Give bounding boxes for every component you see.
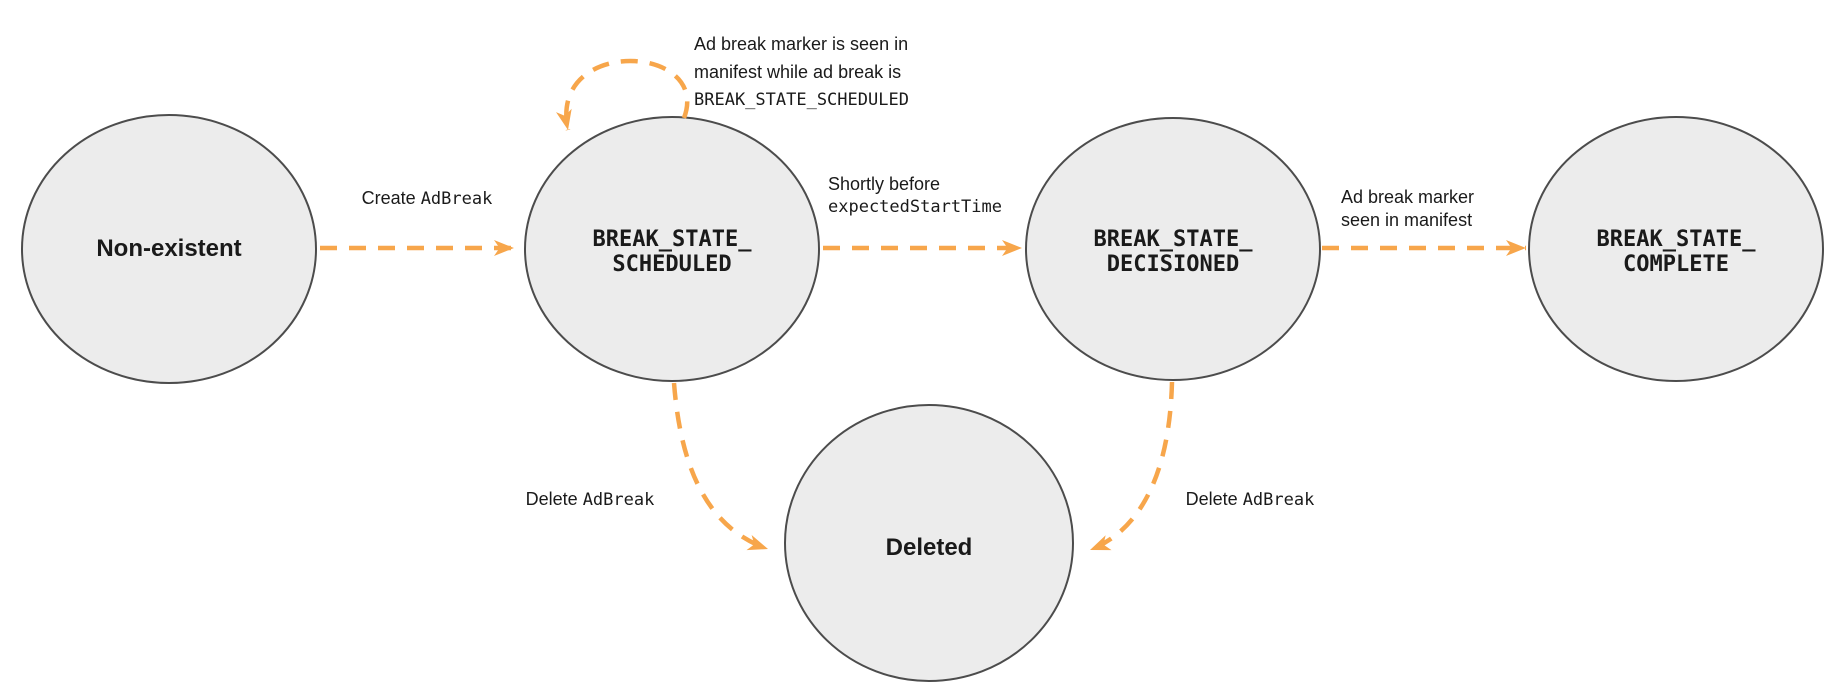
state-label-deleted: Deleted (885, 534, 973, 561)
edge-label-delete-right-text: Delete (1185, 489, 1238, 509)
state-ellipse-non-existent (21, 114, 317, 384)
edge-label-create-text: Create (361, 188, 416, 208)
edge-label-delete-left-code: AdBreak (582, 490, 655, 510)
state-ellipse-scheduled (524, 116, 820, 382)
state-ellipse-deleted (784, 404, 1074, 682)
state-label-decisioned: BREAK_STATE_ DECISIONED (1094, 227, 1253, 277)
edge-label-marker-seen: Ad break marker seen in manifest (1341, 186, 1474, 232)
edge-label-delete-left-text: Delete (525, 489, 578, 509)
state-label-non-existent: Non-existent (96, 235, 242, 262)
state-label-decisioned-line1: BREAK_STATE_ (1093, 227, 1253, 252)
state-label-scheduled-line1: BREAK_STATE_ (592, 227, 752, 252)
state-label-scheduled-line2: SCHEDULED (612, 252, 732, 277)
edge-label-create-code: AdBreak (420, 189, 493, 209)
state-label-complete-line1: BREAK_STATE_ (1596, 227, 1756, 252)
edge-label-self-loop-line1: Ad break marker is seen in (694, 34, 909, 54)
edge-delete-right-arrow (1089, 381, 1175, 553)
state-label-decisioned-line2: DECISIONED (1106, 252, 1240, 277)
edge-label-self-loop-line2: manifest while ad break is (694, 62, 902, 82)
edge-label-shortly-code: expectedStartTime (828, 197, 1002, 217)
edge-label-self-loop: Ad break marker is seen in manifest whil… (694, 30, 909, 114)
edge-delete-left-arrow (671, 382, 769, 552)
edge-self-loop-arrow (556, 58, 690, 131)
edge-label-delete-right-code: AdBreak (1242, 490, 1315, 510)
edge-label-marker-seen-line1: Ad break marker (1341, 187, 1475, 207)
state-label-complete-line2: COMPLETE (1623, 252, 1729, 277)
state-ellipse-decisioned (1025, 117, 1321, 381)
edge-label-marker-seen-line2: seen in manifest (1341, 210, 1473, 230)
edge-label-shortly-text: Shortly before (828, 174, 941, 194)
state-label-scheduled: BREAK_STATE_ SCHEDULED (593, 227, 752, 277)
state-ellipse-complete (1528, 116, 1824, 382)
edge-label-self-loop-code: BREAK_STATE_SCHEDULED (694, 90, 909, 110)
state-label-complete: BREAK_STATE_ COMPLETE (1597, 227, 1756, 277)
edge-label-shortly-before: Shortly before expectedStartTime (828, 173, 1002, 219)
